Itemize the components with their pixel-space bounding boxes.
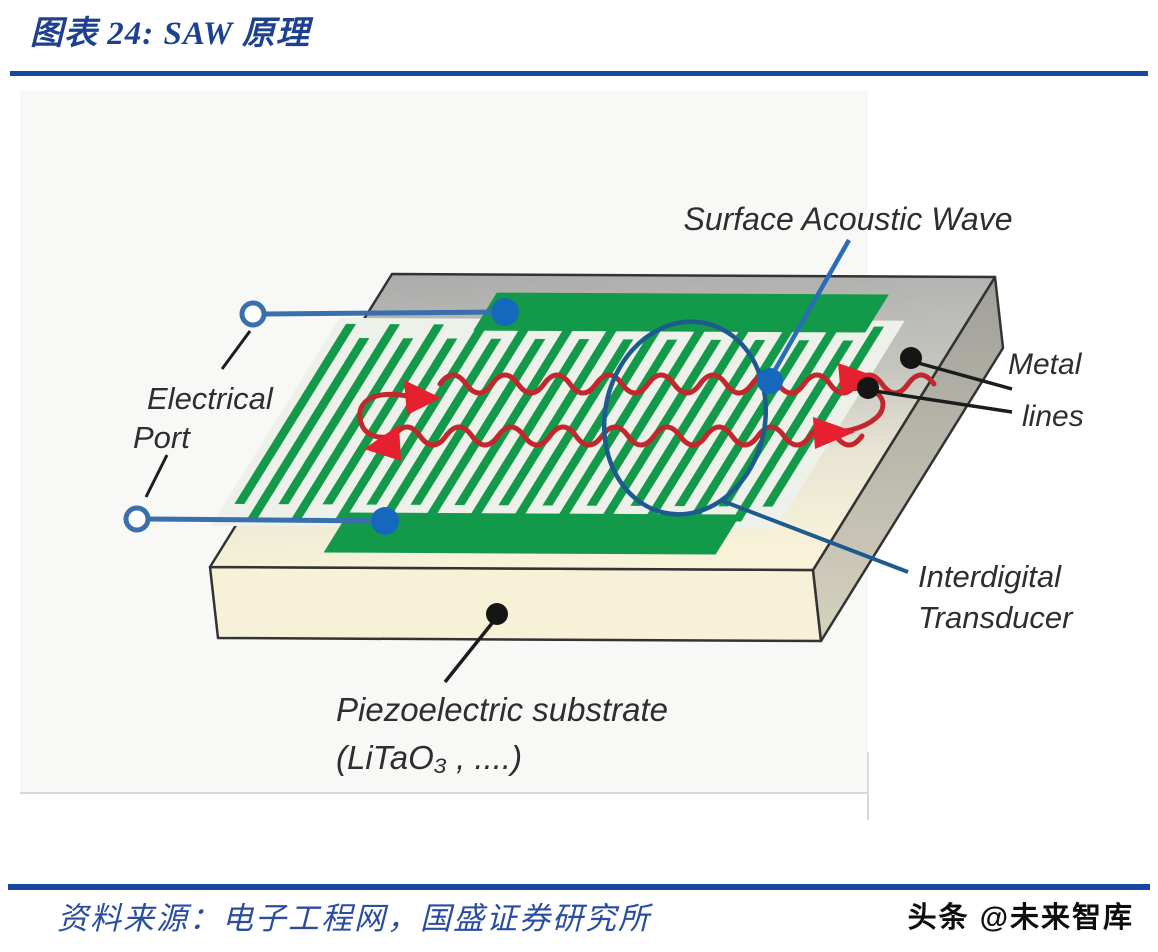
port-terminal-top [239,300,267,328]
figure-caption: 图表 24: SAW 原理 [30,16,310,52]
source-note: 资料来源：电子工程网，国盛证券研究所 [57,901,651,936]
idt-bottom-busbar [323,512,741,555]
label-electrical-line1: Electrical [147,381,274,416]
label-substrate-line1: Piezoelectric substrate [336,691,668,728]
label-surface-acoustic-wave: Surface Acoustic Wave [683,201,1012,237]
slab-front-face [208,565,823,643]
electrical-pointer-line-top [220,330,252,370]
divider-bottom [8,884,1150,890]
electrical-pointer-line-bottom [144,454,169,498]
label-metal-line2: lines [1022,400,1084,433]
label-substrate-line2: (LiTaO₃ , ....) [336,739,522,776]
saw-pointer-line [769,238,851,379]
lower-wave [391,424,865,448]
wire-bottom [147,516,386,524]
wire-top [263,309,506,317]
metal-dot-1 [900,347,922,369]
idt-highlight-ellipse [601,319,769,517]
arrowhead-right-lower [813,417,855,449]
metal-dot-2 [857,377,879,399]
saw-node [757,368,783,394]
busbar-node-top [491,298,519,326]
left-wave-loop [357,392,410,440]
arrowhead-left-upper [404,380,441,415]
substrate-dot [486,603,508,625]
idt-pointer-line [719,498,909,574]
watermark: 头条 @未来智库 [907,902,1134,934]
arrowhead-left-lower [364,425,401,461]
busbar-node-bottom [371,507,399,535]
pointer-lines [144,238,1013,684]
port-terminal-bottom [123,505,151,533]
figure-border-artifact [20,752,869,820]
label-interdigital-line2: Transducer [918,600,1074,635]
divider-top [10,71,1148,76]
label-electrical-line2: Port [133,420,191,455]
idt-top-busbar [473,292,889,333]
substrate-pointer-line [443,615,499,684]
acoustic-wave-arrows [357,363,937,461]
electrical-wires [123,298,519,535]
label-interdigital-line1: Interdigital [918,559,1062,594]
metal-pointer-line-1 [910,359,1013,391]
diagram-labels: Surface Acoustic Wave Electrical Port Me… [133,201,1084,776]
label-metal-line1: Metal [1008,348,1083,381]
arrowhead-right-upper [838,363,880,396]
metal-pointer-line-2 [867,388,1013,414]
